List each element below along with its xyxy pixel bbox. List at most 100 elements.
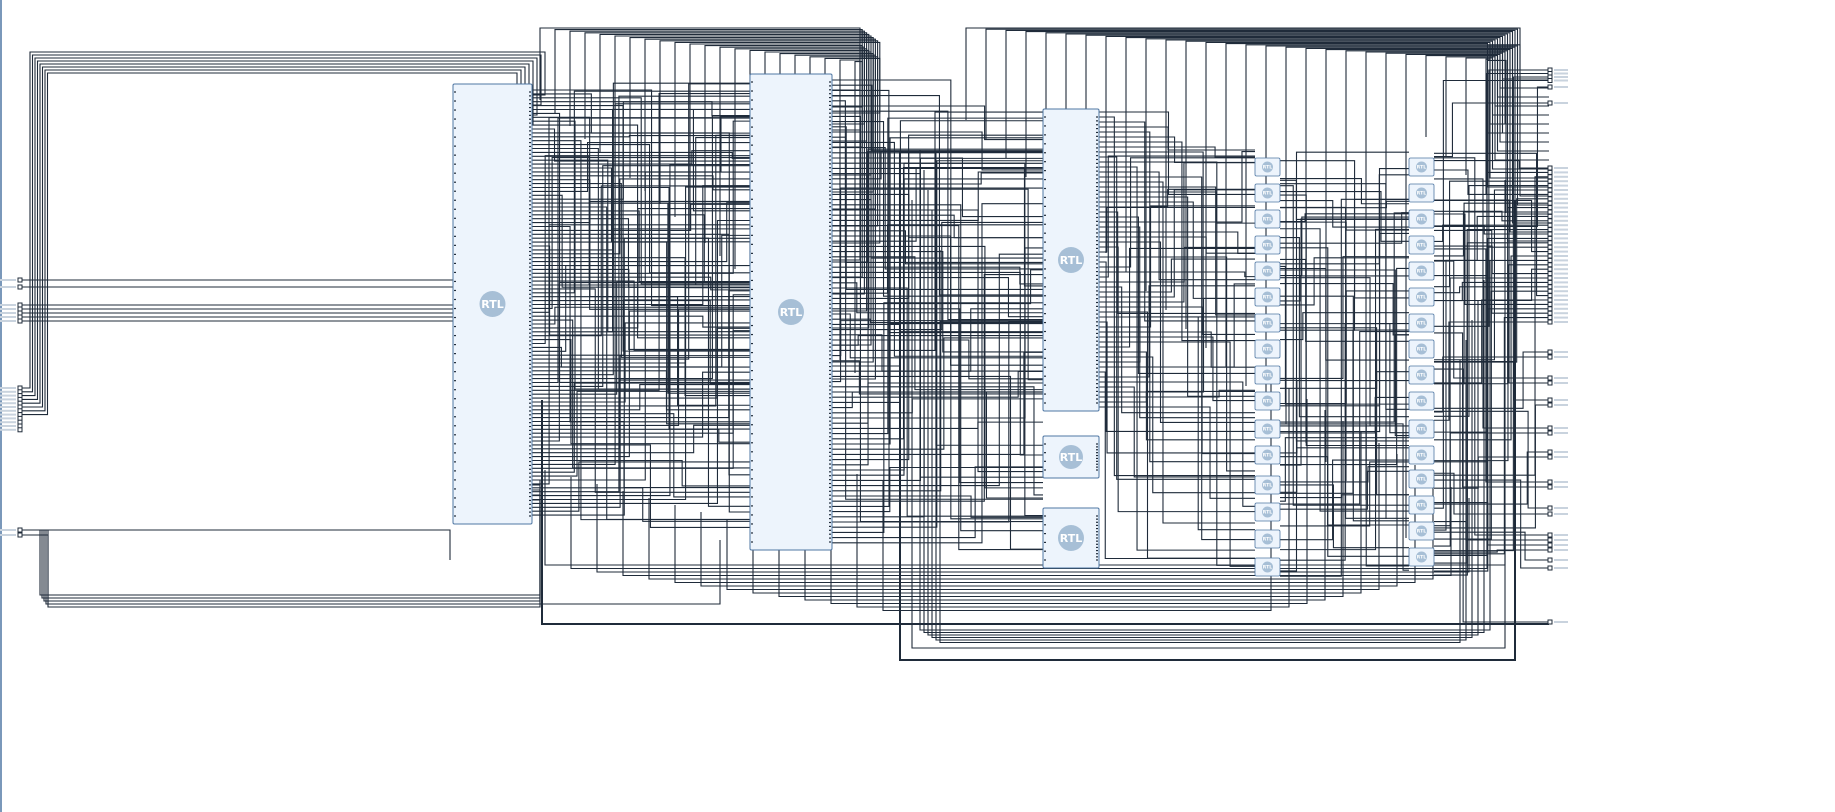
output-port[interactable] xyxy=(1548,311,1552,315)
small-rtl-block[interactable]: RTL xyxy=(1255,314,1280,332)
small-rtl-block[interactable]: RTL xyxy=(1409,158,1434,176)
input-port[interactable] xyxy=(18,528,22,532)
small-rtl-block[interactable]: RTL xyxy=(1409,236,1434,254)
output-port[interactable] xyxy=(1548,316,1552,320)
output-port[interactable] xyxy=(1548,166,1552,170)
input-port[interactable] xyxy=(18,285,22,289)
output-port[interactable] xyxy=(1548,506,1552,510)
output-port[interactable] xyxy=(1548,276,1552,280)
input-port[interactable] xyxy=(18,319,22,323)
output-port[interactable] xyxy=(1548,485,1552,489)
output-port[interactable] xyxy=(1548,355,1552,359)
small-rtl-block[interactable]: RTL xyxy=(1409,420,1434,438)
output-port[interactable] xyxy=(1548,272,1552,276)
small-rtl-block[interactable]: RTL xyxy=(1409,210,1434,228)
output-port[interactable] xyxy=(1548,79,1552,83)
output-port[interactable] xyxy=(1548,241,1552,245)
output-port[interactable] xyxy=(1548,543,1552,547)
output-port[interactable] xyxy=(1548,236,1552,240)
output-port[interactable] xyxy=(1548,250,1552,254)
small-rtl-block[interactable]: RTL xyxy=(1409,366,1434,384)
small-rtl-block[interactable]: RTL xyxy=(1255,340,1280,358)
output-port[interactable] xyxy=(1548,201,1552,205)
output-port[interactable] xyxy=(1548,214,1552,218)
output-port[interactable] xyxy=(1548,188,1552,192)
small-rtl-block[interactable]: RTL xyxy=(1409,446,1434,464)
output-port[interactable] xyxy=(1548,263,1552,267)
output-port[interactable] xyxy=(1548,267,1552,271)
output-port[interactable] xyxy=(1548,223,1552,227)
small-rtl-block[interactable]: RTL xyxy=(1255,530,1280,548)
output-port[interactable] xyxy=(1548,381,1552,385)
small-rtl-block[interactable]: RTL xyxy=(1409,262,1434,280)
output-port[interactable] xyxy=(1548,376,1552,380)
output-port[interactable] xyxy=(1548,219,1552,223)
output-port[interactable] xyxy=(1548,101,1552,105)
output-port[interactable] xyxy=(1548,620,1552,624)
small-rtl-block[interactable]: RTL xyxy=(1409,548,1434,566)
small-rtl-block[interactable]: RTL xyxy=(1409,340,1434,358)
small-rtl-block[interactable]: RTL xyxy=(1255,158,1280,176)
output-port[interactable] xyxy=(1548,455,1552,459)
small-rtl-block[interactable]: RTL xyxy=(1409,470,1434,488)
small-rtl-block[interactable]: RTL xyxy=(1409,522,1434,540)
output-port[interactable] xyxy=(1548,403,1552,407)
output-port[interactable] xyxy=(1548,170,1552,174)
rtl-block[interactable]: RTL xyxy=(1043,436,1099,478)
small-rtl-block[interactable]: RTL xyxy=(1255,236,1280,254)
output-port[interactable] xyxy=(1548,512,1552,516)
small-rtl-block[interactable]: RTL xyxy=(1255,262,1280,280)
output-port[interactable] xyxy=(1548,245,1552,249)
output-port[interactable] xyxy=(1548,548,1552,552)
output-port[interactable] xyxy=(1548,280,1552,284)
small-rtl-block[interactable]: RTL xyxy=(1409,314,1434,332)
rtl-block[interactable]: RTL xyxy=(453,84,532,524)
rtl-block[interactable]: RTL xyxy=(1043,109,1099,411)
output-port[interactable] xyxy=(1548,566,1552,570)
output-port[interactable] xyxy=(1548,192,1552,196)
output-port[interactable] xyxy=(1548,289,1552,293)
output-port[interactable] xyxy=(1548,206,1552,210)
output-port[interactable] xyxy=(1548,426,1552,430)
output-port[interactable] xyxy=(1548,85,1552,89)
output-port[interactable] xyxy=(1548,350,1552,354)
small-rtl-block[interactable]: RTL xyxy=(1409,288,1434,306)
output-port[interactable] xyxy=(1548,175,1552,179)
small-rtl-block[interactable]: RTL xyxy=(1409,392,1434,410)
output-port[interactable] xyxy=(1548,210,1552,214)
small-rtl-block[interactable]: RTL xyxy=(1255,476,1280,494)
output-port[interactable] xyxy=(1548,307,1552,311)
output-port[interactable] xyxy=(1548,302,1552,306)
input-port[interactable] xyxy=(18,533,22,537)
input-port[interactable] xyxy=(18,315,22,319)
small-rtl-block[interactable]: RTL xyxy=(1409,496,1434,514)
small-rtl-block[interactable]: RTL xyxy=(1255,558,1280,576)
input-port[interactable] xyxy=(18,303,22,307)
output-port[interactable] xyxy=(1548,431,1552,435)
output-port[interactable] xyxy=(1548,285,1552,289)
output-port[interactable] xyxy=(1548,294,1552,298)
input-port[interactable] xyxy=(18,278,22,282)
output-port[interactable] xyxy=(1548,480,1552,484)
output-port[interactable] xyxy=(1548,258,1552,262)
output-port[interactable] xyxy=(1548,450,1552,454)
rtl-block[interactable]: RTL xyxy=(750,74,832,550)
input-port[interactable] xyxy=(18,307,22,311)
small-rtl-block[interactable]: RTL xyxy=(1255,420,1280,438)
small-rtl-block[interactable]: RTL xyxy=(1255,184,1280,202)
output-port[interactable] xyxy=(1548,320,1552,324)
output-port[interactable] xyxy=(1548,254,1552,258)
output-port[interactable] xyxy=(1548,179,1552,183)
output-port[interactable] xyxy=(1548,533,1552,537)
output-port[interactable] xyxy=(1548,298,1552,302)
input-port[interactable] xyxy=(18,428,22,432)
output-port[interactable] xyxy=(1548,228,1552,232)
small-rtl-block[interactable]: RTL xyxy=(1409,184,1434,202)
small-rtl-block[interactable]: RTL xyxy=(1255,210,1280,228)
input-port[interactable] xyxy=(18,311,22,315)
small-rtl-block[interactable]: RTL xyxy=(1255,392,1280,410)
small-rtl-block[interactable]: RTL xyxy=(1255,446,1280,464)
small-rtl-block[interactable]: RTL xyxy=(1255,288,1280,306)
small-rtl-block[interactable]: RTL xyxy=(1255,503,1280,521)
